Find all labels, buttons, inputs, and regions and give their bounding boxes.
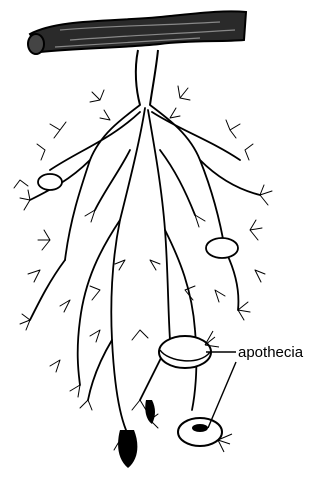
twig — [28, 11, 246, 54]
apothecium-upper — [159, 331, 219, 368]
branch-tips — [118, 400, 155, 468]
label-leader-lines — [206, 352, 236, 428]
apothecium-lower — [178, 418, 232, 452]
thallus-branches — [30, 105, 260, 430]
apothecia-label: apothecia — [238, 344, 304, 361]
main-stalk — [136, 50, 158, 105]
